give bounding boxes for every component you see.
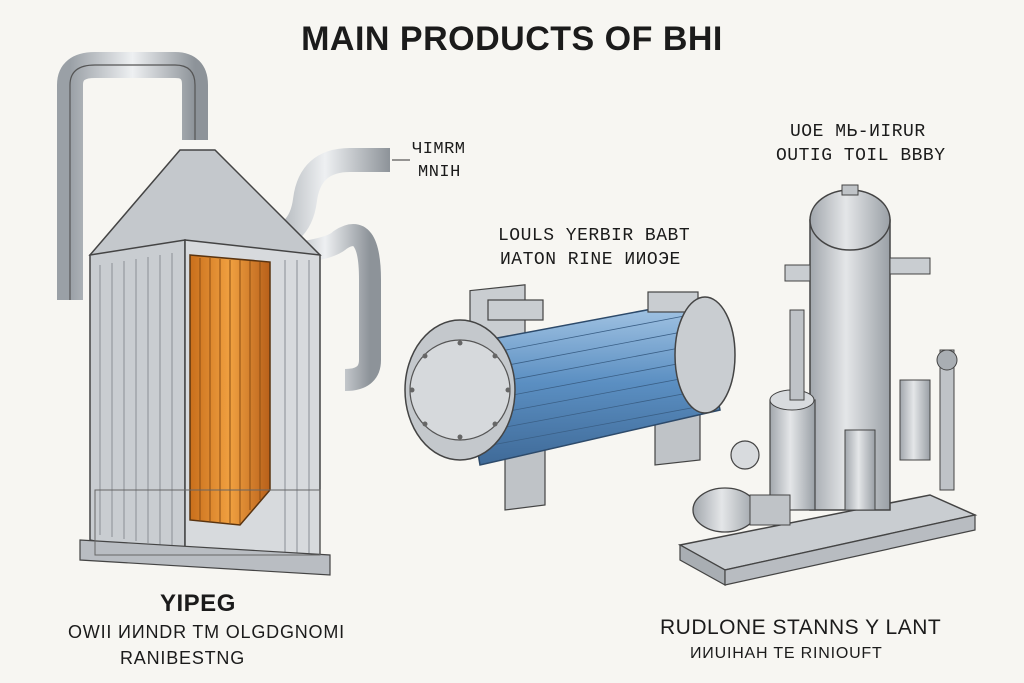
- pressure-gauge: [730, 440, 760, 470]
- boiler-callout-line1: ЧIMRM: [412, 140, 466, 159]
- heat-exchanger-illustration: [404, 284, 736, 511]
- boiler-roof: [88, 149, 322, 256]
- boiler-subcaption-line1: OWII ИИNDR TM OLGDGNOMI: [68, 622, 345, 642]
- vessel-subcaption: ИИUIHAH TE RINIOUFT: [690, 645, 883, 662]
- boiler-pipe-right-loop: [278, 224, 381, 391]
- vessel-label-line1: UOE MЬ-ИIRUR: [790, 122, 926, 142]
- boiler-caption: YIPEG: [160, 590, 236, 617]
- boiler-callout-line2: ΜΝΙH: [418, 163, 461, 182]
- exchanger-label-line2: ИATON RINE ИИOЭE: [500, 250, 681, 270]
- page-title: MAIN PRODUCTS OF BHI: [301, 20, 723, 58]
- boiler-subcaption-line2: RANIBESTNG: [120, 648, 246, 668]
- exchanger-end-cap-right: [674, 296, 736, 414]
- vessel-dome: [809, 189, 891, 251]
- boiler-base: [79, 539, 331, 576]
- vessel-label-line2: OUTIG TOIL BBBY: [776, 146, 946, 166]
- vessel-skid-illustration: [677, 184, 978, 587]
- pump: [692, 487, 758, 533]
- exchanger-label-line1: LOULS YERBIR BABT: [498, 226, 691, 246]
- secondary-vessel: [769, 399, 816, 511]
- boiler-side-panel: [89, 239, 186, 561]
- vessel-caption: RUDLONE STANNS Y LANT: [660, 616, 942, 639]
